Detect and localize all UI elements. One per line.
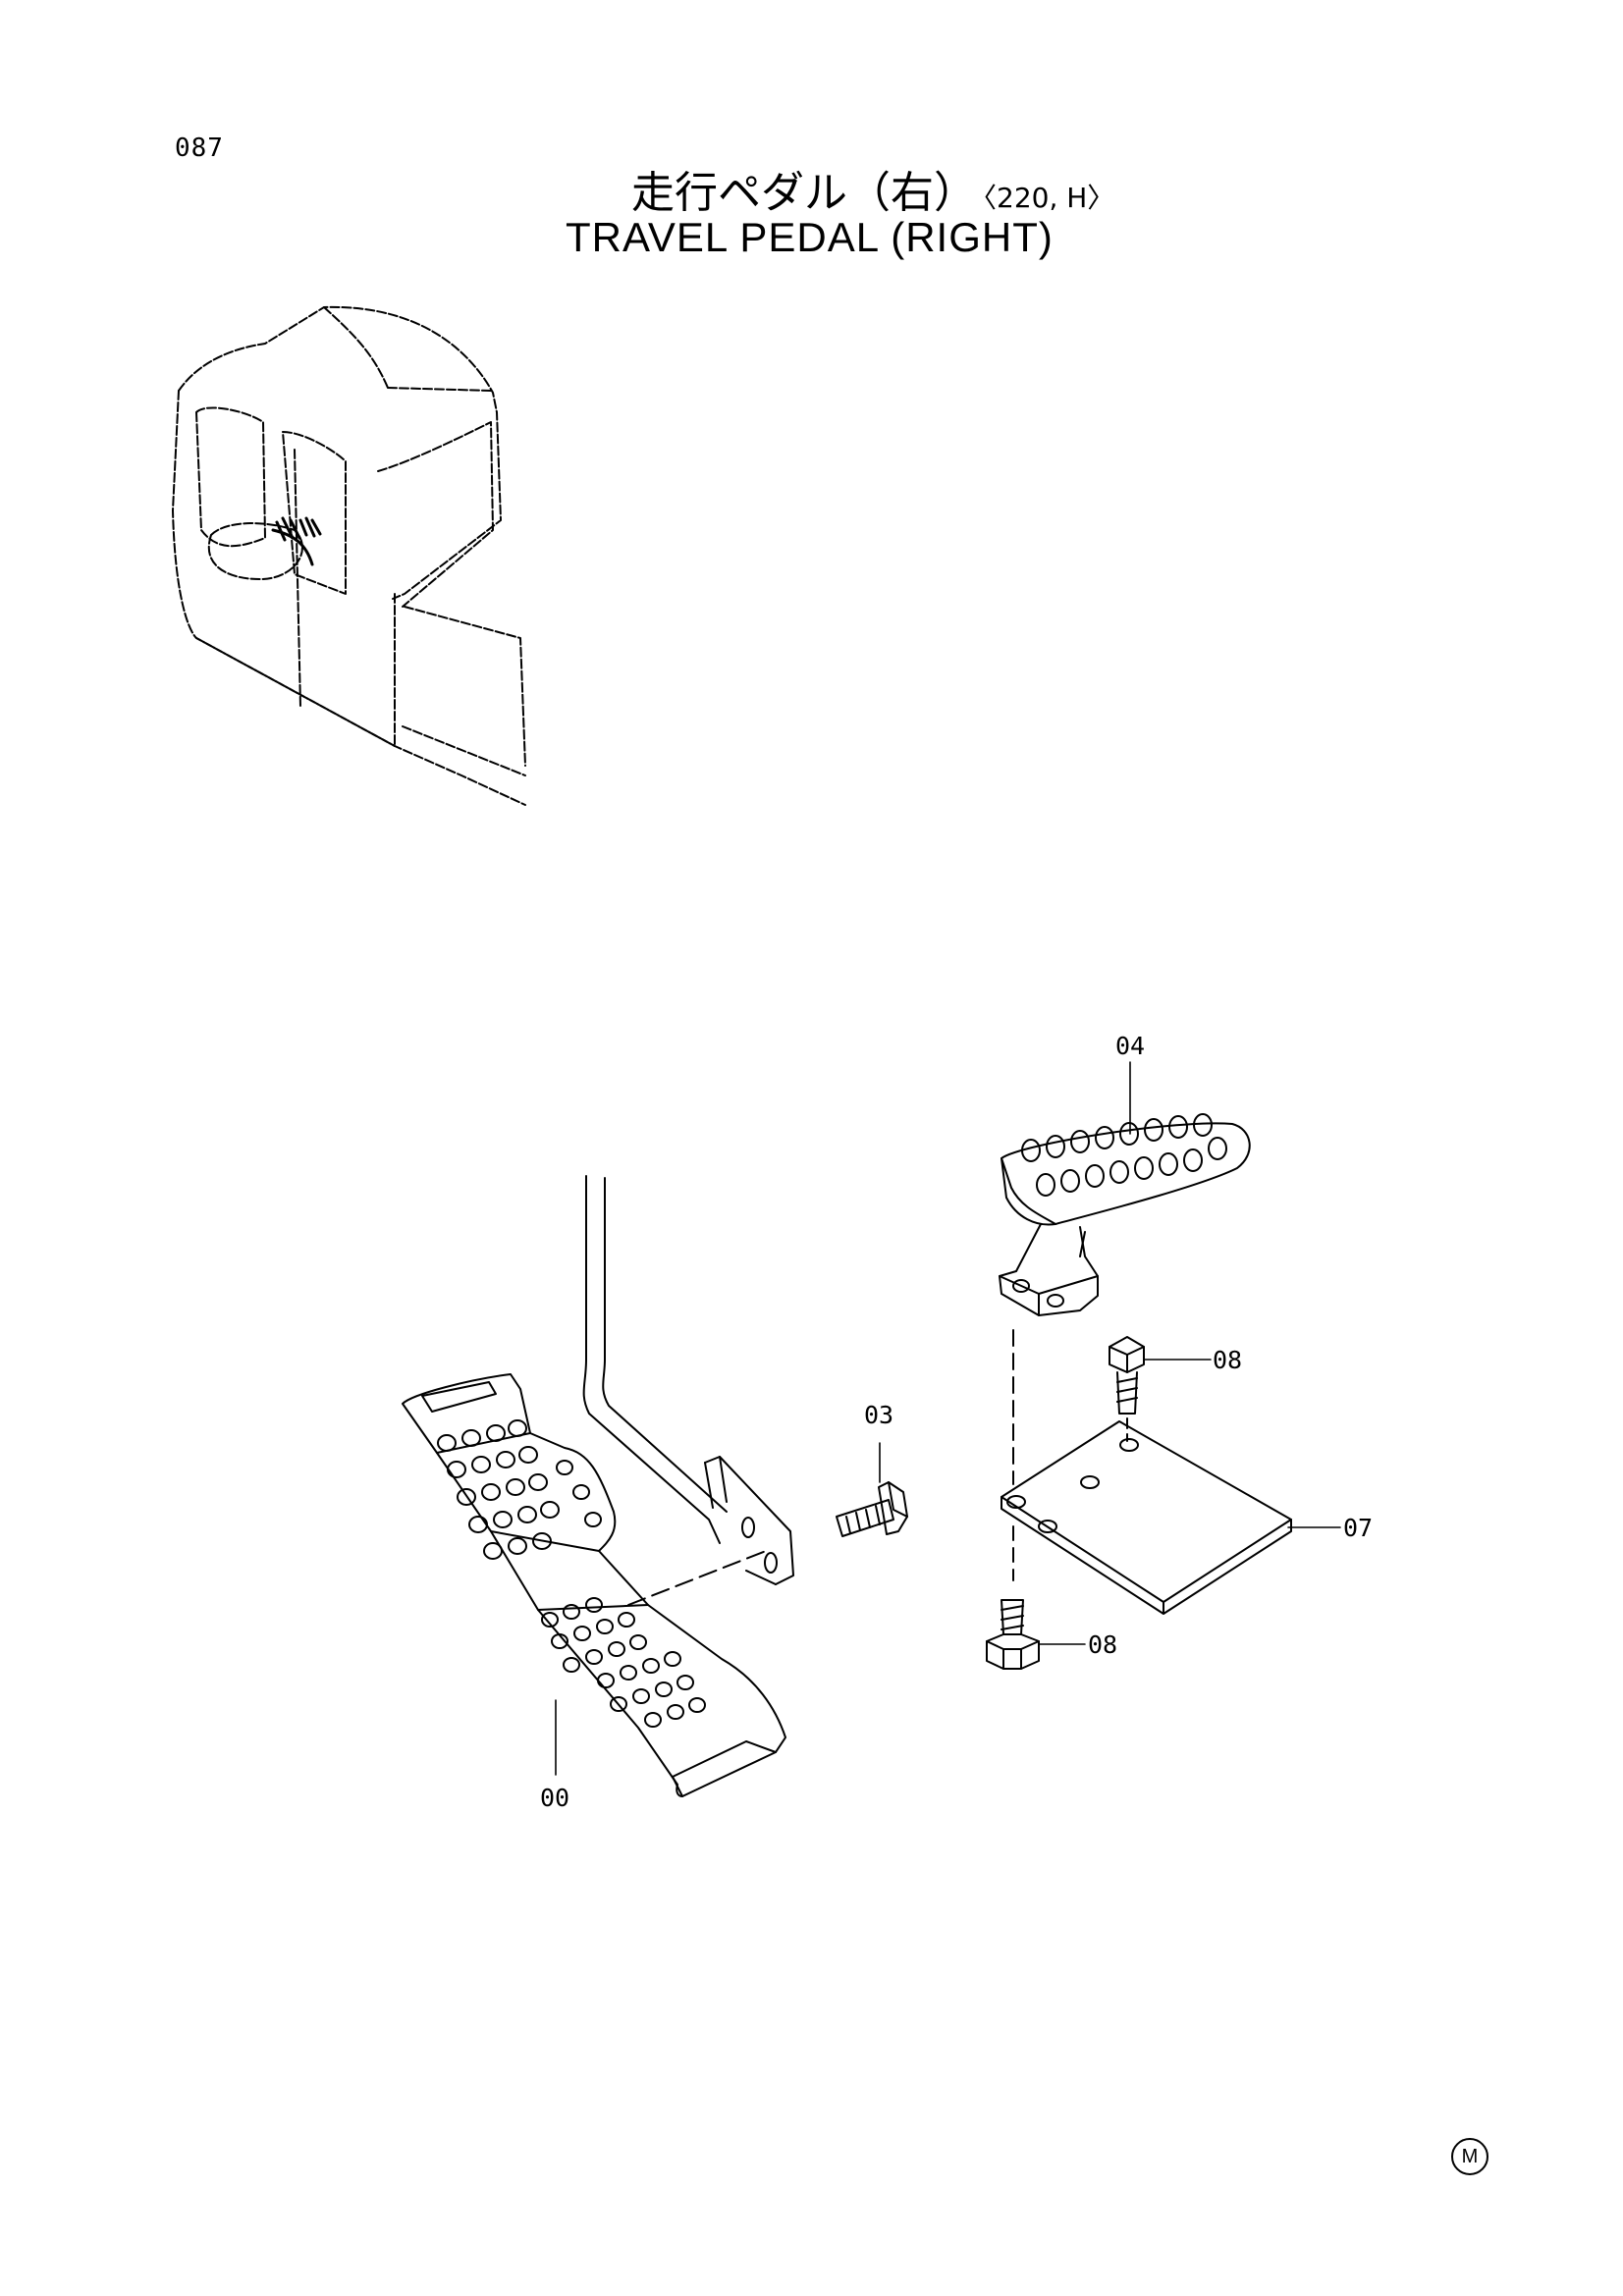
callout-04: 04 [1115,1032,1145,1060]
part-00-tread-holes [437,1419,706,1728]
callout-00: 00 [540,1784,569,1812]
callout-07: 07 [1343,1514,1373,1542]
model-variant: 〈220, H〉 [983,182,1115,214]
title-japanese: 走行ペダル（右）〈220, H〉 [631,157,1114,220]
cab-location-view [172,305,526,806]
callout-labels: 00 03 04 07 08 08 [540,1032,1373,1812]
registered-mark: M [1451,2138,1488,2175]
page-number: 087 [175,133,224,163]
title-english: TRAVEL PEDAL (RIGHT) [566,214,1054,260]
title-japanese-text: 走行ペダル（右） [631,168,977,218]
leader-lines [555,1061,1341,1776]
callout-03: 03 [864,1401,893,1429]
pedal-lever [582,1175,794,1585]
part-08-bolt-upper [1109,1336,1145,1442]
cab-pedal-highlight [271,516,322,566]
part-04-tread-holes [1021,1113,1227,1197]
callout-08-lower: 08 [1088,1630,1117,1659]
part-08-bolt-lower [986,1525,1040,1670]
part-04-pedal-bracket [999,1113,1251,1485]
part-03-bolt [836,1481,908,1537]
callout-08-upper: 08 [1213,1346,1242,1374]
part-00-travel-pedal [402,1373,786,1797]
part-07-plate [1001,1420,1292,1615]
